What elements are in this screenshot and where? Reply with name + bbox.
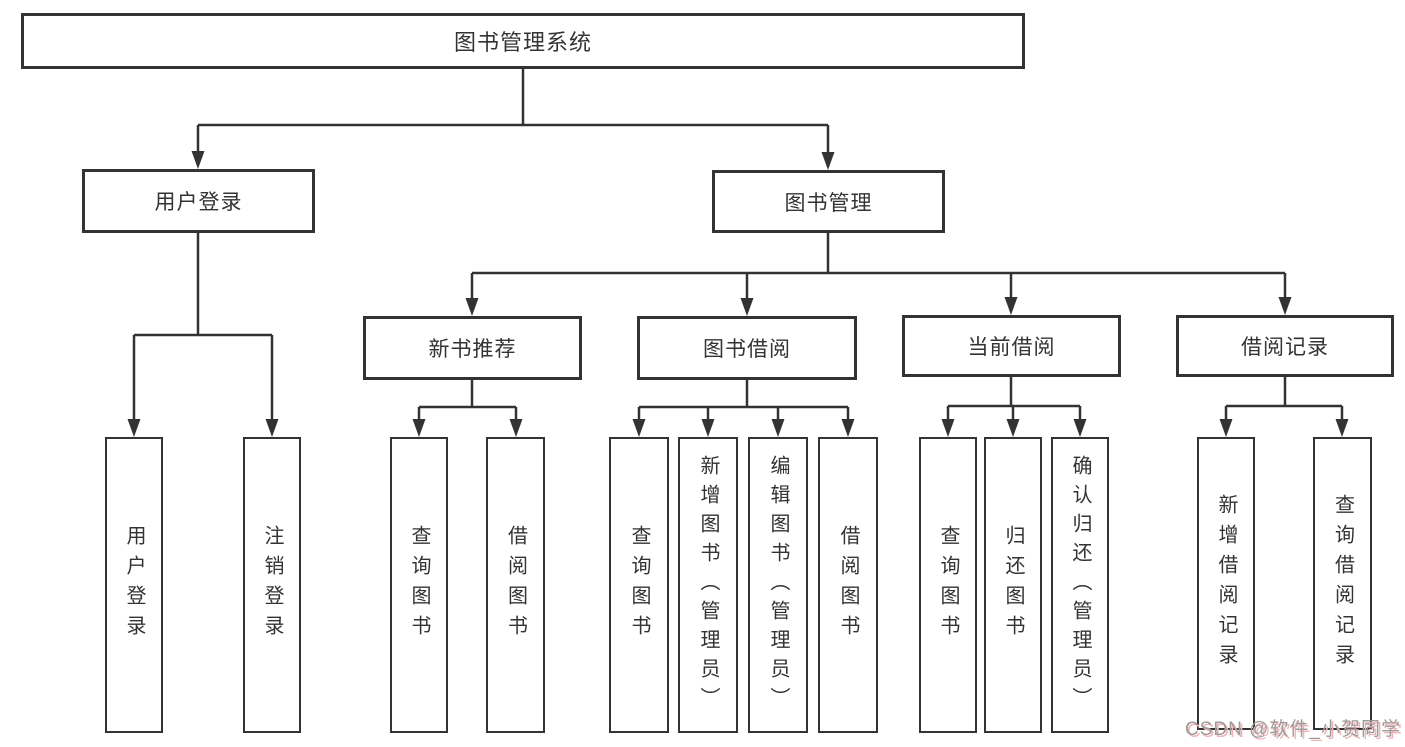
leaf-add-books-admin: 新增图书（管理员） [678,437,738,733]
csdn-watermark: CSDN @软件_小贺同学 [1185,719,1401,740]
node-new-book-recommend: 新书推荐 [363,316,582,380]
node-borrow-records: 借阅记录 [1176,315,1394,377]
leaf-user-login: 用户登录 [105,437,163,733]
leaf-borrow-books: 借阅图书 [818,437,878,733]
node-user-login: 用户登录 [82,169,315,233]
leaf-query-books-current: 查询图书 [919,437,977,733]
leaf-return-books: 归还图书 [984,437,1042,733]
leaf-confirm-return-admin: 确认归还（管理员） [1051,437,1109,733]
leaf-borrow-books-recommend: 借阅图书 [486,437,545,733]
leaf-logout: 注销登录 [243,437,301,733]
node-book-management: 图书管理 [712,170,945,233]
leaf-query-books-borrow: 查询图书 [609,437,669,733]
leaf-add-borrow-record: 新增借阅记录 [1197,437,1255,730]
node-library-management-system: 图书管理系统 [21,13,1025,69]
node-current-borrow: 当前借阅 [902,315,1121,377]
node-book-borrow: 图书借阅 [637,316,857,380]
leaf-query-books-recommend: 查询图书 [390,437,448,733]
leaf-edit-books-admin: 编辑图书（管理员） [748,437,808,733]
leaf-query-borrow-record: 查询借阅记录 [1313,437,1372,730]
